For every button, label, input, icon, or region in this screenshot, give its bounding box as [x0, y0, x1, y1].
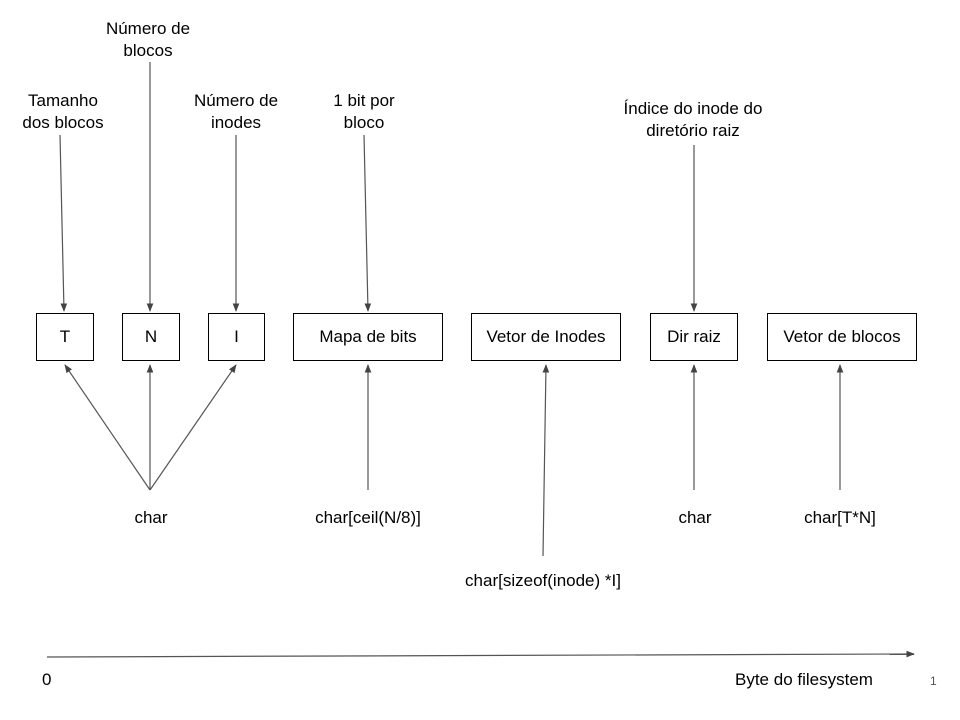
type-char-shared: char [134, 508, 168, 527]
byte-axis-arrow [46, 650, 915, 658]
box-i: I [208, 313, 265, 361]
type-block-vector: char[T*N] [804, 508, 876, 527]
arrow-char-to-i [149, 364, 237, 491]
box-n: N [122, 313, 180, 361]
axis-start-label: 0 [42, 670, 52, 689]
annotation-root-inode-index: Índice do inode do diretório raiz [623, 99, 763, 140]
arrow-block-size [59, 134, 68, 312]
annotation-bit-per-block: 1 bit por bloco [333, 91, 395, 132]
box-inode-vector: Vetor de Inodes [471, 313, 621, 361]
arrow-inodes-type [542, 364, 550, 557]
annotation-inode-count: Número de inodes [193, 91, 279, 132]
type-bitmap: char[ceil(N/8)] [315, 508, 421, 527]
axis-label: Byte do filesystem [735, 670, 873, 689]
page-number: 1 [930, 674, 937, 688]
type-root-dir: char [678, 508, 712, 527]
box-root-dir: Dir raiz [650, 313, 738, 361]
annotation-block-count: Número de blocos [105, 19, 191, 60]
arrow-bit-per-block [363, 134, 372, 312]
box-block-vector: Vetor de blocos [767, 313, 917, 361]
type-inode-vector: char[sizeof(inode) *I] [465, 571, 621, 590]
arrow-char-to-t [64, 364, 151, 491]
box-bitmap: Mapa de bits [293, 313, 443, 361]
annotation-block-size: Tamanho dos blocos [22, 91, 104, 132]
box-t: T [36, 313, 94, 361]
